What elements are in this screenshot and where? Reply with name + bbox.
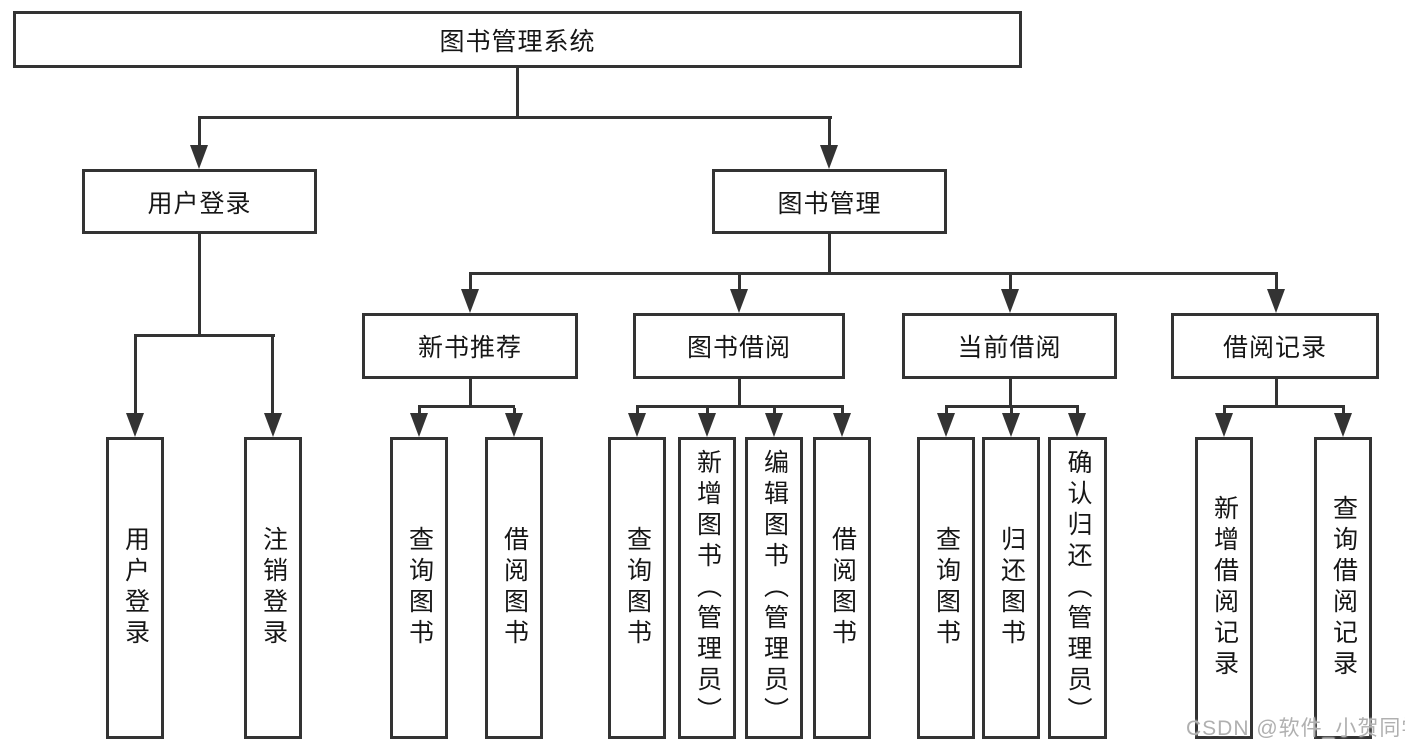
- connector-line: [706, 408, 709, 413]
- node-label: 图书管理系统: [439, 27, 596, 56]
- arrow-down-icon: [698, 413, 716, 437]
- arrow-down-icon: [1002, 413, 1020, 437]
- arrow-down-icon: [730, 289, 748, 313]
- leaf-label: 借阅图书: [828, 526, 857, 650]
- arrow-down-icon: [833, 413, 851, 437]
- connector-line: [841, 408, 844, 413]
- arrow-down-icon: [765, 413, 783, 437]
- connector-line: [198, 234, 201, 335]
- leaf-add-books-admin: 新增图书（管理员）: [678, 437, 736, 739]
- leaf-logout: 注销登录: [244, 437, 302, 739]
- leaf-query-books-current: 查询图书: [917, 437, 975, 739]
- leaf-label: 查询图书: [623, 526, 652, 650]
- node-label: 借阅记录: [1222, 334, 1327, 362]
- connector-line: [469, 272, 1278, 275]
- node-label: 新书推荐: [417, 334, 522, 362]
- connector-line: [418, 405, 515, 408]
- leaf-borrow-books: 借阅图书: [813, 437, 871, 739]
- leaf-label: 编辑图书（管理员）: [760, 448, 789, 728]
- arrow-down-icon: [1215, 413, 1233, 437]
- connector-line: [945, 408, 948, 413]
- leaf-edit-books-admin: 编辑图书（管理员）: [745, 437, 803, 739]
- leaf-return-books: 归还图书: [982, 437, 1040, 739]
- leaf-confirm-return-admin: 确认归还（管理员）: [1048, 437, 1107, 739]
- connector-line: [1223, 408, 1226, 413]
- connector-line: [1076, 408, 1079, 413]
- connector-line: [418, 408, 421, 413]
- connector-line: [134, 337, 137, 413]
- connector-line: [1275, 275, 1278, 289]
- connector-line: [636, 405, 844, 408]
- leaf-label: 查询借阅记录: [1329, 495, 1358, 681]
- connector-line: [198, 119, 201, 145]
- leaf-label: 用户登录: [121, 526, 150, 650]
- arrow-down-icon: [1267, 289, 1285, 313]
- connector-line: [134, 334, 275, 337]
- leaf-label: 新增借阅记录: [1210, 495, 1239, 681]
- connector-line: [828, 234, 831, 275]
- connector-line: [513, 408, 516, 413]
- leaf-label: 归还图书: [997, 526, 1026, 650]
- connector-line: [738, 379, 741, 407]
- leaf-label: 新增图书（管理员）: [693, 448, 722, 728]
- connector-line: [1342, 408, 1345, 413]
- connector-line: [1009, 275, 1012, 289]
- connector-line: [469, 379, 472, 407]
- connector-line: [516, 68, 519, 118]
- arrow-down-icon: [1334, 413, 1352, 437]
- arrow-down-icon: [505, 413, 523, 437]
- leaf-label: 查询图书: [932, 526, 961, 650]
- connector-line: [1009, 379, 1012, 407]
- arrow-down-icon: [461, 289, 479, 313]
- node-new-book-recommend: 新书推荐: [362, 313, 578, 379]
- leaf-query-books-recommend: 查询图书: [390, 437, 448, 739]
- node-borrow-records: 借阅记录: [1171, 313, 1379, 379]
- leaf-query-borrow-record: 查询借阅记录: [1314, 437, 1372, 739]
- arrow-down-icon: [628, 413, 646, 437]
- arrow-down-icon: [1068, 413, 1086, 437]
- leaf-label: 注销登录: [259, 526, 288, 650]
- connector-line: [271, 337, 274, 413]
- arrow-down-icon: [410, 413, 428, 437]
- connector-line: [469, 275, 472, 289]
- connector-line: [1275, 379, 1278, 407]
- node-label: 图书借阅: [686, 334, 791, 362]
- leaf-user-login: 用户登录: [106, 437, 164, 739]
- connector-line: [636, 408, 639, 413]
- leaf-label: 借阅图书: [500, 526, 529, 650]
- node-label: 图书管理: [777, 189, 882, 218]
- connector-line: [828, 119, 831, 145]
- leaf-borrow-books-recommend: 借阅图书: [485, 437, 543, 739]
- node-book-management: 图书管理: [712, 169, 947, 234]
- node-book-borrow: 图书借阅: [633, 313, 845, 379]
- connector-line: [738, 275, 741, 289]
- arrow-down-icon: [1001, 289, 1019, 313]
- connector-line: [773, 408, 776, 413]
- arrow-down-icon: [190, 145, 208, 169]
- watermark: CSDN @软件_小贺同学: [1186, 717, 1405, 740]
- node-label: 当前借阅: [957, 334, 1062, 362]
- leaf-add-borrow-record: 新增借阅记录: [1195, 437, 1253, 739]
- arrow-down-icon: [126, 413, 144, 437]
- arrow-down-icon: [264, 413, 282, 437]
- node-user-login: 用户登录: [82, 169, 317, 234]
- node-library-management-system: 图书管理系统: [13, 11, 1022, 68]
- leaf-label: 查询图书: [405, 526, 434, 650]
- arrow-down-icon: [820, 145, 838, 169]
- node-label: 用户登录: [147, 189, 252, 218]
- connector-line: [1010, 408, 1013, 413]
- arrow-down-icon: [937, 413, 955, 437]
- connector-line: [198, 116, 832, 119]
- node-current-borrow: 当前借阅: [902, 313, 1117, 379]
- leaf-label: 确认归还（管理员）: [1064, 448, 1092, 728]
- connector-line: [945, 405, 1079, 408]
- leaf-query-books-borrow: 查询图书: [608, 437, 666, 739]
- connector-line: [1223, 405, 1345, 408]
